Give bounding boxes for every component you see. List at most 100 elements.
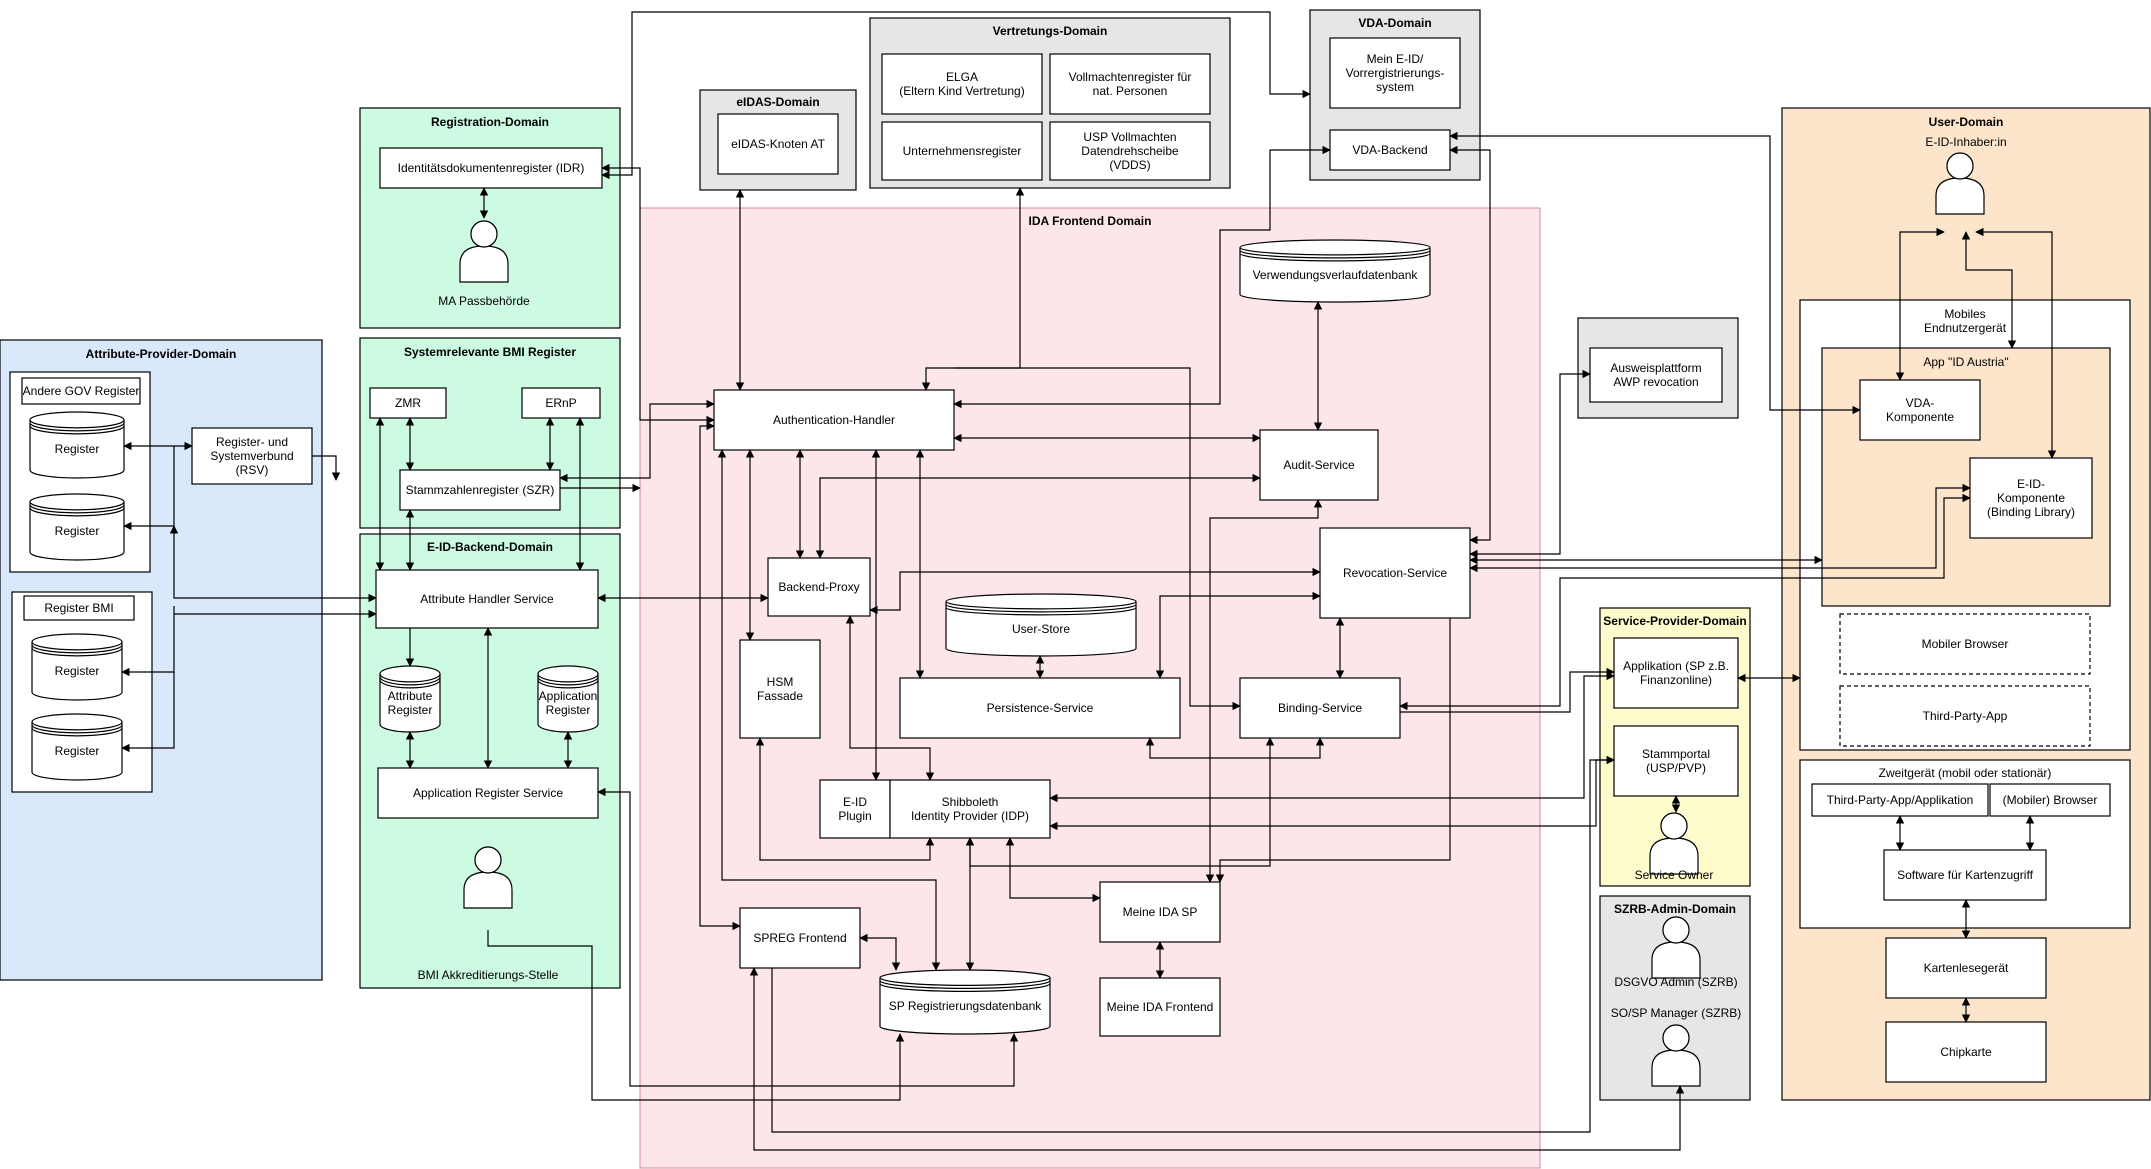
mein-eid-box-label-3: system (1376, 80, 1414, 94)
eid-inhaber-actor (1935, 152, 1985, 215)
bmi-register-domain-title: Systemrelevante BMI Register (404, 345, 576, 359)
usp-vollmachten-box-label-1: USP Vollmachten (1083, 130, 1176, 144)
chipkarte-box (1885, 1021, 2047, 1083)
third-party-applikation-box-label: Third-Party-App/Applikation (1827, 793, 1974, 807)
rsv-box-label-2: Systemverbund (210, 449, 293, 463)
authentication-handler-label: Authentication-Handler (773, 413, 895, 427)
eid-komponente-box (1969, 457, 2093, 539)
eid-komponente-box-label-1: E-ID- (2017, 477, 2045, 491)
eid-plugin-label-1: E-ID (843, 795, 867, 809)
szr-box (399, 469, 561, 511)
vda-domain-title: VDA-Domain (1358, 16, 1431, 30)
third-party-app-box-label: Third-Party-App (1923, 709, 2008, 723)
mobiler-browser2-box-label: (Mobiler) Browser (2003, 793, 2098, 807)
register-bmi (23, 595, 135, 621)
application-register-service-label: Application Register Service (413, 786, 563, 800)
eidas-knoten-label: eIDAS-Knoten AT (731, 137, 825, 151)
rsv-box (191, 427, 313, 485)
mein-eid-box (1329, 37, 1461, 109)
attribute-register-db-label-2: Register (388, 703, 433, 717)
mein-eid-box-label-2: Vorrergistrierungs- (1346, 66, 1445, 80)
mobile-device-title-2: Endnutzergerät (1924, 321, 2007, 335)
kartenlesegeraet-box-label: Kartenlesegerät (1924, 961, 2009, 975)
persistence-service-label: Persistence-Service (987, 701, 1094, 715)
attribute-handler-service-label: Attribute Handler Service (420, 592, 554, 606)
e-shib-meinesp (1005, 837, 1101, 903)
szrb-admin-domain-title: SZRB-Admin-Domain (1614, 902, 1736, 916)
usp-vollmachten-box-label-3: (VDDS) (1109, 158, 1150, 172)
idr-box-label: Identitätsdokumentenregister (IDR) (398, 161, 585, 175)
elga-box-label-2: (Eltern Kind Vertretung) (899, 84, 1024, 98)
gov-register-1-label: Register (55, 442, 100, 456)
eid-inhaber-label: E-ID-Inhaber:in (1925, 135, 2006, 149)
service-owner-actor (1649, 812, 1699, 875)
service-owner-label: Service Owner (1635, 868, 1714, 882)
applikation-sp-box-label-2: Finanzonline) (1640, 673, 1712, 687)
sp-registrierungsdb-label: SP Registrierungsdatenbank (889, 999, 1043, 1013)
eid-backend-domain-title: E-ID-Backend-Domain (427, 540, 553, 554)
binding-service-label: Binding-Service (1278, 701, 1362, 715)
audit-service-label: Audit-Service (1283, 458, 1355, 472)
gov-register-2 (29, 493, 125, 561)
vda-komponente-box-label-1: VDA- (1906, 396, 1935, 410)
e-spreg-spdb (859, 933, 901, 971)
shibboleth-idp-label-1: Shibboleth (942, 795, 999, 809)
zmr-box (369, 387, 447, 419)
e-shib-stamm (1049, 755, 1615, 831)
register-bmi-label: Register BMI (44, 601, 113, 615)
hsm-fassade-label-1: HSM (767, 675, 794, 689)
eidas-domain-title: eIDAS-Domain (736, 95, 819, 109)
stammportal-box-label-1: Stammportal (1642, 747, 1710, 761)
eid-plugin-label-2: Plugin (838, 809, 871, 823)
e-rsv-bmi2 (121, 672, 175, 753)
so-sp-manager-label: SO/SP Manager (SZRB) (1611, 1006, 1742, 1020)
application-register-service (377, 767, 599, 819)
mobiler-browser2-box (1989, 783, 2111, 817)
idr-box (379, 147, 603, 189)
application-register-db-label-2: Register (546, 703, 591, 717)
user-domain-title: User-Domain (1929, 115, 2004, 129)
bmi-akkreditierung-actor (463, 846, 513, 909)
ma-passbehoerde-label: MA Passbehörde (438, 294, 530, 308)
vda-backend-box-label: VDA-Backend (1352, 143, 1427, 157)
meine-ida-sp (1099, 881, 1221, 943)
hsm-fassade-label-2: Fassade (757, 689, 803, 703)
audit-service (1259, 429, 1379, 501)
e-inhaber-app (1961, 231, 2017, 349)
attribute-provider-domain-title: Attribute-Provider-Domain (86, 347, 237, 361)
mobiler-browser-box-label: Mobiler Browser (1922, 637, 2009, 651)
mobile-device-title-1: Mobiles (1944, 307, 1985, 321)
e-idr-top (601, 11, 1311, 180)
e-auth-szrb (749, 967, 1685, 1151)
backend-proxy-label: Backend-Proxy (778, 580, 859, 594)
eid-komponente-box-label-3: (Binding Library) (1987, 505, 2075, 519)
e-szr-auth (559, 399, 715, 483)
e-vdabackend-vdakomp (1449, 131, 1861, 415)
gov-register-2-label: Register (55, 524, 100, 538)
vollmachtenregister-box-label-1: Vollmachtenregister für (1069, 70, 1192, 84)
shibboleth-idp-label-2: Identity Provider (IDP) (911, 809, 1029, 823)
vollmachtenregister-box-label-2: nat. Personen (1093, 84, 1168, 98)
dsgvo-admin-label: DSGVO Admin (SZRB) (1614, 975, 1737, 989)
application-register-db-label-1: Application (539, 689, 598, 703)
andere-gov-register-label: Andere GOV Register (23, 384, 140, 398)
andere-gov-register (21, 377, 141, 405)
attribute-register-db-label-1: Attribute (388, 689, 433, 703)
usp-vollmachten-box-label-2: Datendrehscheibe (1081, 144, 1179, 158)
application-register-db (537, 665, 599, 733)
ma-passbehoerde-actor (459, 220, 509, 283)
vda-komponente-box (1859, 379, 1981, 441)
e-rsv-aths (169, 525, 377, 603)
bmi-register-1-label: Register (55, 664, 100, 678)
chipkarte-box-label: Chipkarte (1940, 1045, 1992, 1059)
third-party-applikation-box (1811, 783, 1989, 817)
bmi-register-1 (31, 633, 123, 701)
e-vda-auth (953, 145, 1331, 409)
registration-domain-title: Registration-Domain (431, 115, 549, 129)
gov-register-1 (29, 411, 125, 479)
meine-ida-frontend-label: Meine IDA Frontend (1107, 1000, 1214, 1014)
mein-eid-box-label-1: Mein E-ID/ (1367, 52, 1424, 66)
rsv-box-label-1: Register- und (216, 435, 288, 449)
bmi-register-2 (31, 713, 123, 781)
